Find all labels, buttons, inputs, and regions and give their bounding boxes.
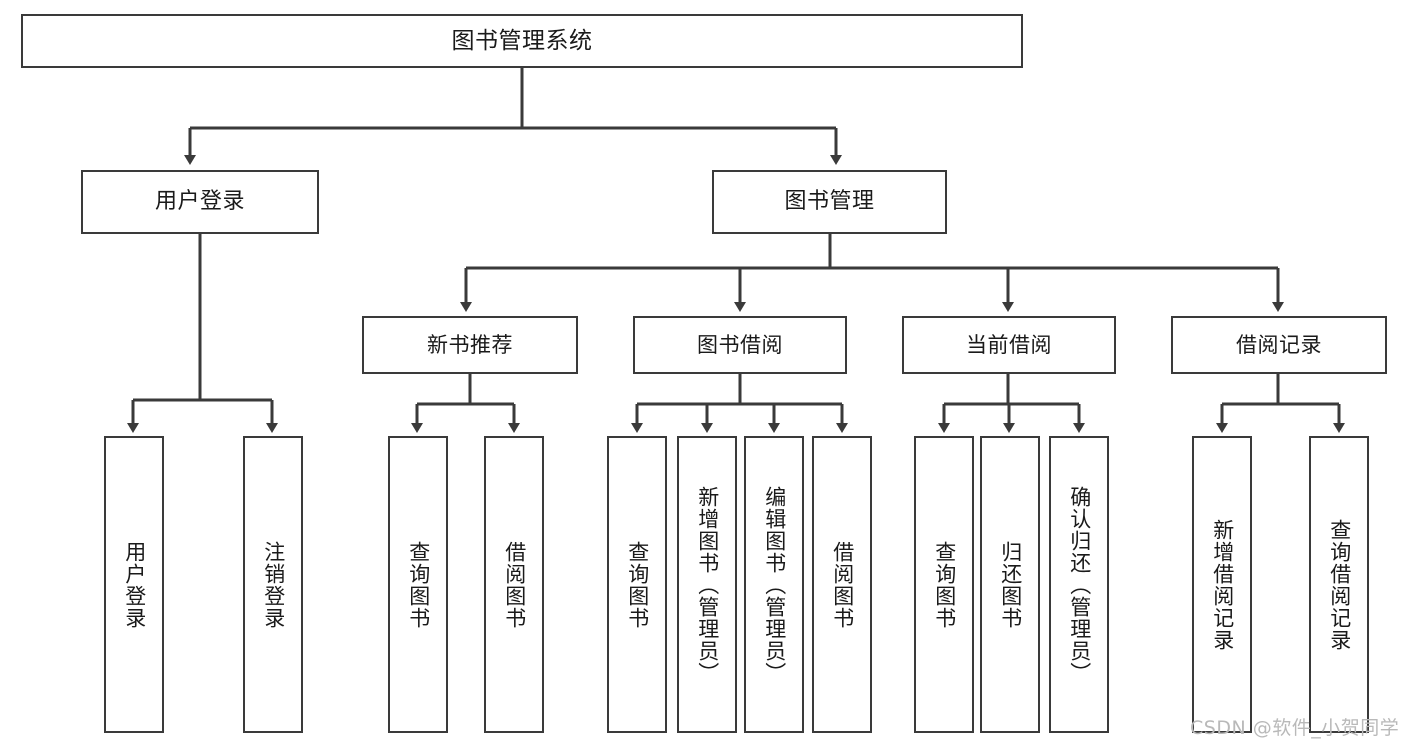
leaf-query-book-2[interactable]: 查询图书 bbox=[607, 436, 667, 733]
leaf-query-record-label: 查询借阅记录 bbox=[1327, 518, 1352, 651]
leaf-borrow-book-1-label: 借阅图书 bbox=[502, 540, 527, 629]
node-book-management[interactable]: 图书管理 bbox=[712, 170, 947, 234]
leaf-return-book[interactable]: 归还图书 bbox=[980, 436, 1040, 733]
leaf-edit-book[interactable]: 编辑图书（管理员） bbox=[744, 436, 804, 733]
leaf-confirm-return[interactable]: 确认归还（管理员） bbox=[1049, 436, 1109, 733]
node-book-borrow[interactable]: 图书借阅 bbox=[633, 316, 847, 374]
csdn-watermark: CSDN @软件_小贺同学 bbox=[1190, 717, 1400, 739]
leaf-return-book-label: 归还图书 bbox=[998, 540, 1023, 629]
node-current-borrow-label: 当前借阅 bbox=[966, 332, 1052, 357]
leaf-add-record[interactable]: 新增借阅记录 bbox=[1192, 436, 1252, 733]
node-user-login-label: 用户登录 bbox=[154, 189, 245, 215]
leaf-borrow-book-1[interactable]: 借阅图书 bbox=[484, 436, 544, 733]
node-book-management-label: 图书管理 bbox=[784, 189, 875, 215]
node-borrow-record-label: 借阅记录 bbox=[1236, 332, 1322, 357]
leaf-query-record[interactable]: 查询借阅记录 bbox=[1309, 436, 1369, 733]
leaf-user-login-label: 用户登录 bbox=[122, 540, 147, 629]
node-book-borrow-label: 图书借阅 bbox=[697, 332, 783, 357]
node-user-login[interactable]: 用户登录 bbox=[81, 170, 319, 234]
node-root-label: 图书管理系统 bbox=[451, 27, 593, 54]
node-new-book-recommend-label: 新书推荐 bbox=[427, 332, 513, 357]
leaf-query-book-2-label: 查询图书 bbox=[625, 540, 650, 629]
leaf-borrow-book-2-label: 借阅图书 bbox=[830, 540, 855, 629]
leaf-user-logout[interactable]: 注销登录 bbox=[243, 436, 303, 733]
leaf-add-record-label: 新增借阅记录 bbox=[1210, 518, 1235, 651]
leaf-query-book-3-label: 查询图书 bbox=[932, 540, 957, 629]
leaf-query-book-1[interactable]: 查询图书 bbox=[388, 436, 448, 733]
leaf-add-book[interactable]: 新增图书（管理员） bbox=[677, 436, 737, 733]
leaf-edit-book-label: 编辑图书（管理员） bbox=[762, 485, 787, 684]
leaf-query-book-3[interactable]: 查询图书 bbox=[914, 436, 974, 733]
leaf-borrow-book-2[interactable]: 借阅图书 bbox=[812, 436, 872, 733]
leaf-add-book-label: 新增图书（管理员） bbox=[695, 485, 720, 684]
node-new-book-recommend[interactable]: 新书推荐 bbox=[362, 316, 578, 374]
leaf-user-logout-label: 注销登录 bbox=[261, 540, 286, 629]
leaf-confirm-return-label: 确认归还（管理员） bbox=[1067, 485, 1092, 684]
node-root[interactable]: 图书管理系统 bbox=[21, 14, 1023, 68]
leaf-user-login[interactable]: 用户登录 bbox=[104, 436, 164, 733]
node-current-borrow[interactable]: 当前借阅 bbox=[902, 316, 1116, 374]
node-borrow-record[interactable]: 借阅记录 bbox=[1171, 316, 1387, 374]
leaf-query-book-1-label: 查询图书 bbox=[406, 540, 431, 629]
